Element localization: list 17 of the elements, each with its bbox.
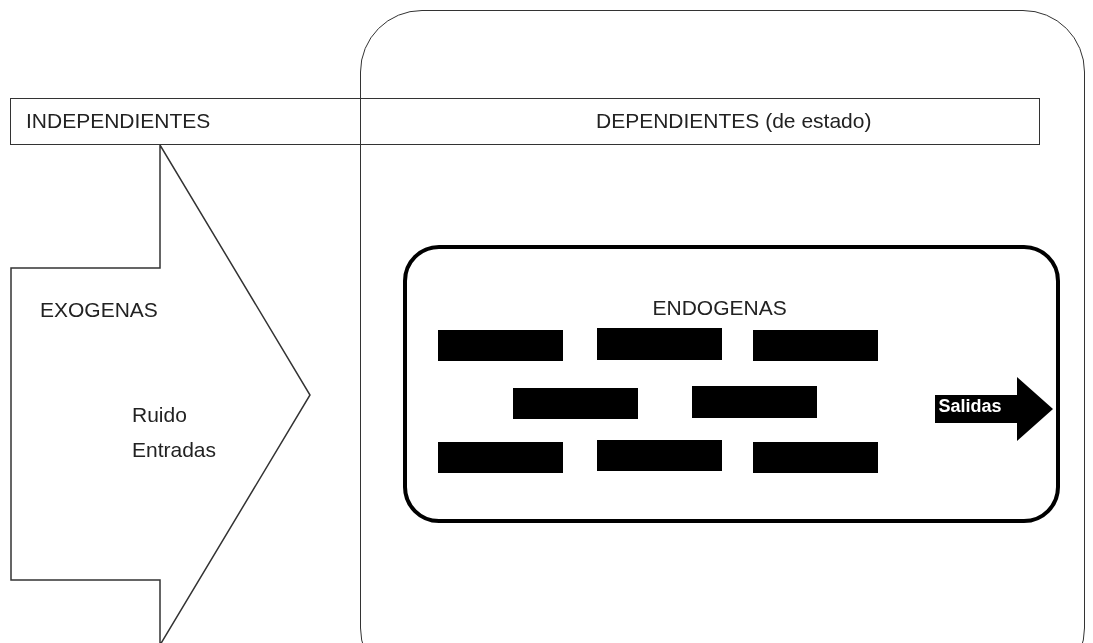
panel-title: ENDOGENAS xyxy=(652,295,787,319)
bar-block xyxy=(752,329,878,361)
shape-label: Ruido xyxy=(132,403,187,427)
bar-block xyxy=(691,385,817,418)
bar-block xyxy=(752,441,878,473)
rounded-panel xyxy=(402,244,1060,523)
bar-block xyxy=(437,441,563,473)
bar-block xyxy=(596,327,722,360)
bar-block xyxy=(596,439,722,471)
header-band xyxy=(10,98,1040,145)
band-label: DEPENDIENTES (de estado) xyxy=(596,109,872,133)
shape-label: EXOGENAS xyxy=(40,298,158,322)
arrow-label: Salidas xyxy=(938,396,1002,417)
shape-label: Entradas xyxy=(132,438,217,462)
bar-block xyxy=(437,329,563,361)
band-label: INDEPENDIENTES xyxy=(26,109,211,133)
bar-block xyxy=(512,387,638,419)
